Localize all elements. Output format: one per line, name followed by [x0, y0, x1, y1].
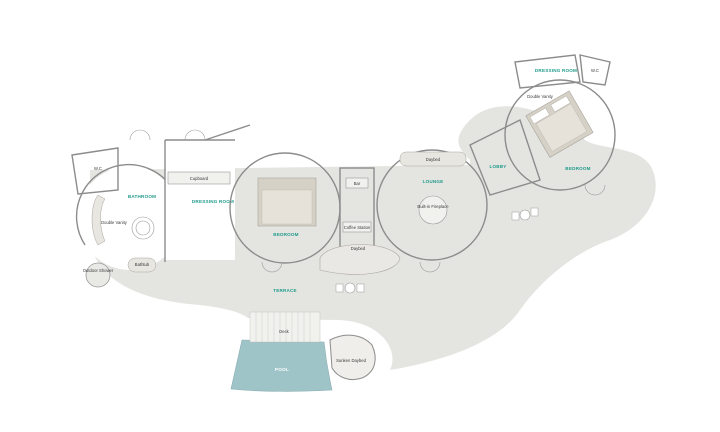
lounge-label: LOUNGE [423, 179, 444, 184]
bed-right [525, 90, 594, 158]
dressing-room-left-label: DRESSING ROOM [192, 199, 234, 204]
cupboard [167, 171, 231, 185]
lobby-area [469, 119, 541, 196]
bathtub [127, 257, 157, 273]
coffee-station [342, 221, 372, 233]
deck-label: Deck [279, 329, 289, 334]
pool-label: POOL [275, 367, 289, 372]
outdoor-shower-label: Outdoor Shower [83, 268, 114, 273]
daybed-lower-label: Daybed [351, 246, 366, 251]
pool [230, 339, 333, 392]
double-vanity-left-label: Double Vanity [101, 220, 128, 225]
sunken-daybed [329, 334, 376, 381]
cupboard-label: Cupboard [190, 176, 209, 181]
daybed-lower [319, 244, 401, 275]
bathroom-label: BATHROOM [128, 194, 156, 199]
wc-left-room [71, 147, 119, 195]
terrace-label: TERRACE [273, 288, 297, 293]
wc-top-label: W.C [591, 68, 599, 73]
bar [345, 177, 369, 189]
wc-left-label: W.C [94, 166, 102, 171]
fireplace-label: Built-in Fireplace [417, 204, 449, 209]
bedroom-right-room [504, 79, 616, 191]
wc-top-room [579, 54, 611, 86]
lobby-label: LOBBY [489, 164, 506, 169]
sunken-daybed-label: Sunken Daybed [336, 358, 366, 363]
daybed-lounge-label: Daybed [426, 157, 441, 162]
bar-label: Bar [354, 181, 361, 186]
dressing-room-top [514, 54, 581, 89]
bedroom-right-label: BEDROOM [565, 166, 590, 171]
double-vanity-top-label: Double Vanity [527, 94, 554, 99]
deck [249, 311, 321, 343]
outdoor-shower [85, 262, 111, 288]
lounge-room [376, 149, 488, 261]
dressing-room-top-label: DRESSING ROOM [535, 68, 577, 73]
coffee-station-label: Coffee Station [344, 225, 371, 230]
fireplace [418, 195, 448, 225]
daybed-lounge [399, 151, 467, 167]
bathtub-label: Bathtub [135, 262, 150, 267]
bedroom-center-label: BEDROOM [273, 232, 298, 237]
